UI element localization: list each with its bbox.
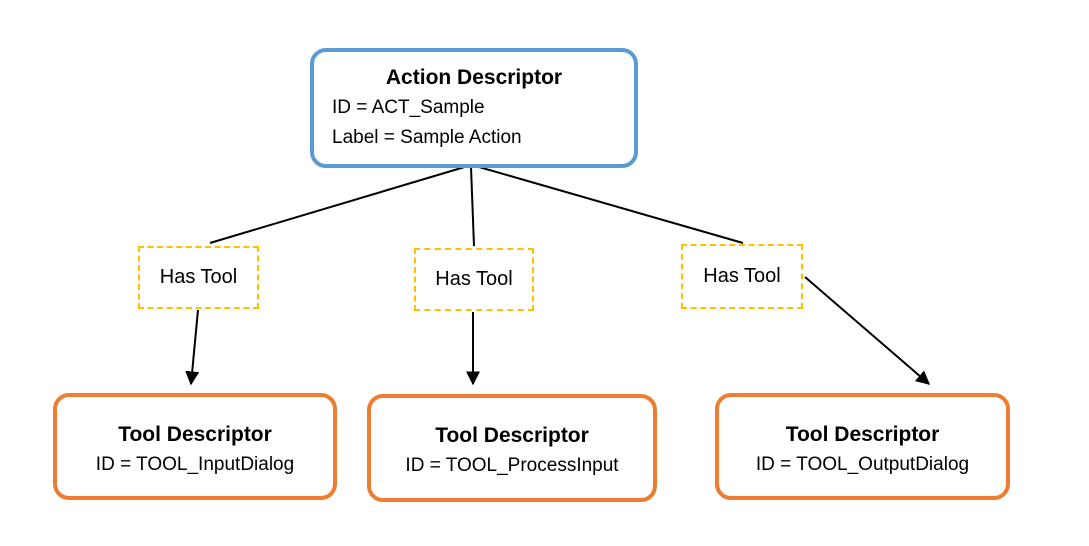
has-tool-node-1: Has Tool	[138, 246, 259, 309]
tool-descriptor-id-2: ID = TOOL_ProcessInput	[405, 455, 619, 476]
has-tool-label-1: Has Tool	[159, 266, 238, 288]
action-descriptor-node: Action Descriptor ID = ACT_Sample Label …	[310, 48, 638, 168]
connector-action-to-hastool-left	[209, 165, 469, 244]
tool-descriptor-node-1: Tool Descriptor ID = TOOL_InputDialog	[53, 393, 337, 500]
tool-descriptor-id-3: ID = TOOL_OutputDialog	[755, 454, 970, 475]
has-tool-node-2: Has Tool	[414, 248, 534, 311]
connector-action-to-hastool-mid	[470, 166, 475, 247]
action-descriptor-title: Action Descriptor	[385, 66, 563, 89]
arrow-hastool-right-to-tool3	[804, 276, 931, 385]
connector-action-to-hastool-right	[478, 166, 744, 244]
tool-descriptor-title-3: Tool Descriptor	[785, 423, 940, 446]
action-descriptor-label: Label = Sample Action	[332, 127, 522, 148]
has-tool-node-3: Has Tool	[681, 244, 803, 309]
arrow-hastool-left-to-tool1	[185, 309, 200, 386]
tool-descriptor-node-2: Tool Descriptor ID = TOOL_ProcessInput	[367, 394, 657, 502]
tool-descriptor-id-1: ID = TOOL_InputDialog	[95, 454, 295, 475]
has-tool-label-2: Has Tool	[435, 268, 513, 290]
tool-descriptor-title-1: Tool Descriptor	[118, 423, 272, 446]
tool-descriptor-title-2: Tool Descriptor	[435, 424, 589, 447]
tool-descriptor-node-3: Tool Descriptor ID = TOOL_OutputDialog	[715, 393, 1010, 500]
has-tool-label-3: Has Tool	[703, 265, 781, 287]
action-descriptor-id: ID = ACT_Sample	[332, 97, 485, 118]
